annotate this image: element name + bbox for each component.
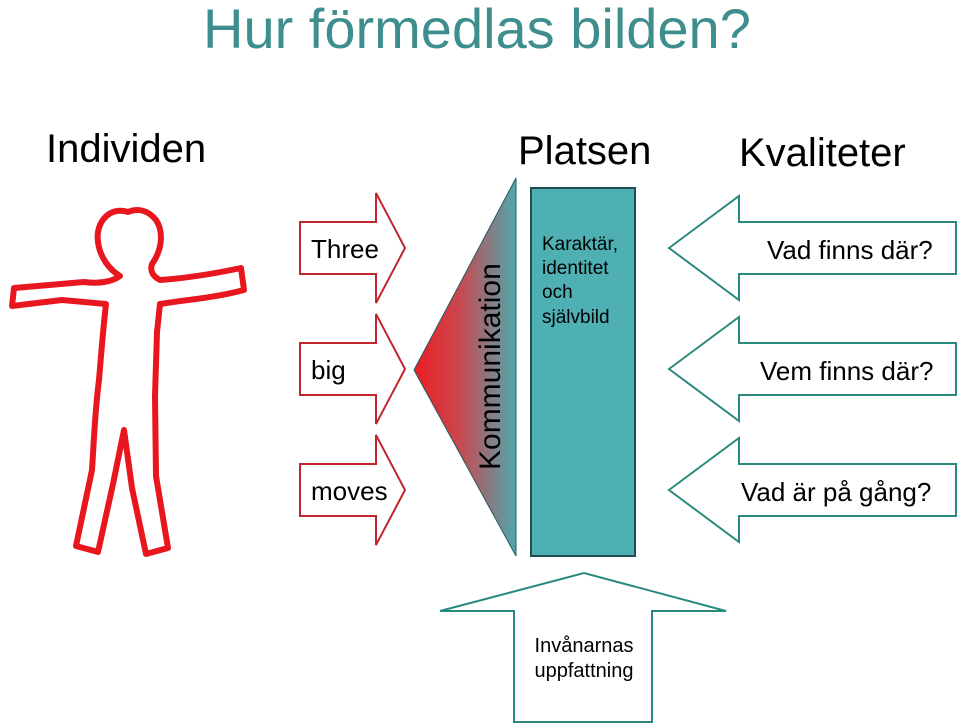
- heading-kvaliteter: Kvaliteter: [739, 131, 906, 175]
- heading-platsen: Platsen: [518, 129, 651, 173]
- right-arrow-vad-ar-pa-gang: [667, 436, 957, 544]
- place-box-line-3: och: [542, 282, 573, 303]
- place-box-line-2: identitet: [542, 258, 609, 279]
- human-figure-outline-icon: [9, 207, 247, 557]
- left-arrow-three: [299, 192, 407, 304]
- right-arrow-vem-finns: [667, 315, 957, 423]
- kommunikation-triangle: [413, 177, 517, 557]
- place-box: [530, 187, 636, 557]
- left-arrow-moves: [299, 434, 407, 546]
- right-arrow-vad-finns-label: Vad finns där?: [767, 235, 933, 265]
- bottom-arrow: [439, 571, 727, 723]
- left-arrow-big: [299, 313, 407, 425]
- left-arrow-big-label: big: [311, 355, 346, 385]
- place-box-line-4: självbild: [542, 307, 610, 328]
- page-title: Hur förmedlas bilden?: [203, 0, 751, 60]
- bottom-arrow-line-2: uppfattning: [535, 660, 634, 682]
- place-box-line-1: Karaktär,: [542, 234, 618, 255]
- heading-individ: Individen: [46, 127, 206, 171]
- right-arrow-vad-finns: [667, 194, 957, 302]
- left-arrow-three-label: Three: [311, 234, 379, 264]
- kommunikation-label: Kommunikation: [474, 263, 507, 470]
- bottom-arrow-line-1: Invånarnas: [535, 635, 634, 657]
- right-arrow-vem-finns-label: Vem finns där?: [760, 356, 933, 386]
- left-arrow-moves-label: moves: [311, 476, 388, 506]
- right-arrow-vad-ar-pa-gang-label: Vad är på gång?: [741, 477, 931, 507]
